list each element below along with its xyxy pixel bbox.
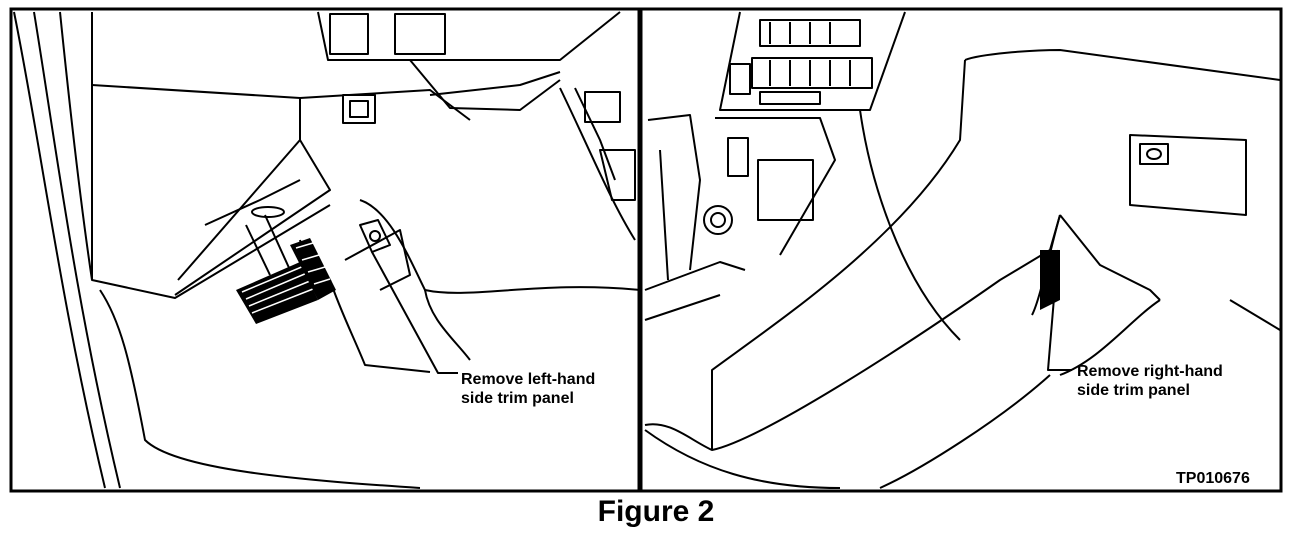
left-trim-panel-label: Remove left-hand side trim panel — [461, 370, 595, 408]
right-trim-panel-shading — [1040, 250, 1060, 310]
figure-code: TP010676 — [1176, 470, 1250, 487]
left-label-line-1: Remove left-hand — [461, 371, 596, 388]
right-label-line-1: Remove right-hand — [1077, 363, 1223, 380]
right-label-line-2: side trim panel — [1077, 382, 1190, 399]
brake-pedal — [236, 262, 318, 324]
right-trim-panel-label: Remove right-hand side trim panel — [1077, 362, 1223, 400]
left-panel-illustration — [13, 11, 641, 489]
right-panel-illustration — [644, 11, 1281, 489]
figure-frame — [9, 7, 1283, 493]
accelerator-pedal — [290, 238, 336, 300]
left-label-line-2: side trim panel — [461, 390, 574, 407]
figure-caption: Figure 2 — [597, 495, 715, 528]
